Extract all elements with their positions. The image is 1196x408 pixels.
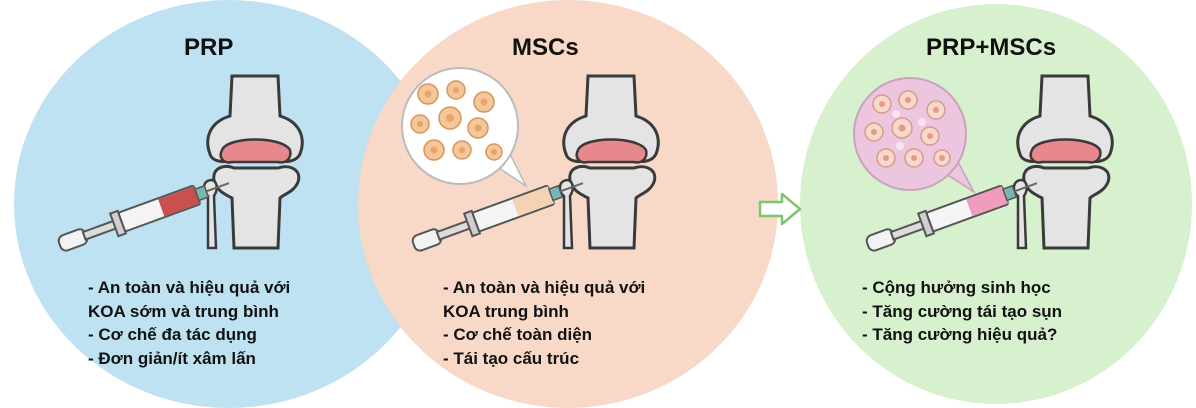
combined-title: PRP+MSCs (926, 34, 1056, 62)
mscs-title: MSCs (512, 34, 579, 62)
syringe-icon (54, 168, 234, 258)
bullet-line: - An toàn và hiệu quả với (443, 276, 645, 300)
combined-bullets: - Cộng hưởng sinh học - Tăng cường tái t… (862, 276, 1062, 347)
syringe-icon (408, 168, 588, 258)
right-arrow-icon (758, 192, 804, 226)
bullet-line: - Cơ chế toàn diện (443, 323, 645, 347)
bullet-line: - Tăng cường tái tạo sụn (862, 300, 1062, 324)
bullet-line: - Cộng hưởng sinh học (862, 276, 1062, 300)
syringe-icon (862, 168, 1042, 258)
bullet-line: KOA trung bình (443, 300, 645, 324)
mscs-bullets: - An toàn và hiệu quả với KOA trung bình… (443, 276, 645, 370)
prp-bullets: - An toàn và hiệu quả với KOA sớm và tru… (88, 276, 290, 370)
bullet-line: - Cơ chế đa tác dụng (88, 323, 290, 347)
bullet-line: - Tăng cường hiệu quả? (862, 323, 1062, 347)
bullet-line: KOA sớm và trung bình (88, 300, 290, 324)
bullet-line: - An toàn và hiệu quả với (88, 276, 290, 300)
prp-title: PRP (184, 34, 233, 62)
bullet-line: - Đơn giản/ít xâm lấn (88, 347, 290, 371)
bullet-line: - Tái tạo cấu trúc (443, 347, 645, 371)
